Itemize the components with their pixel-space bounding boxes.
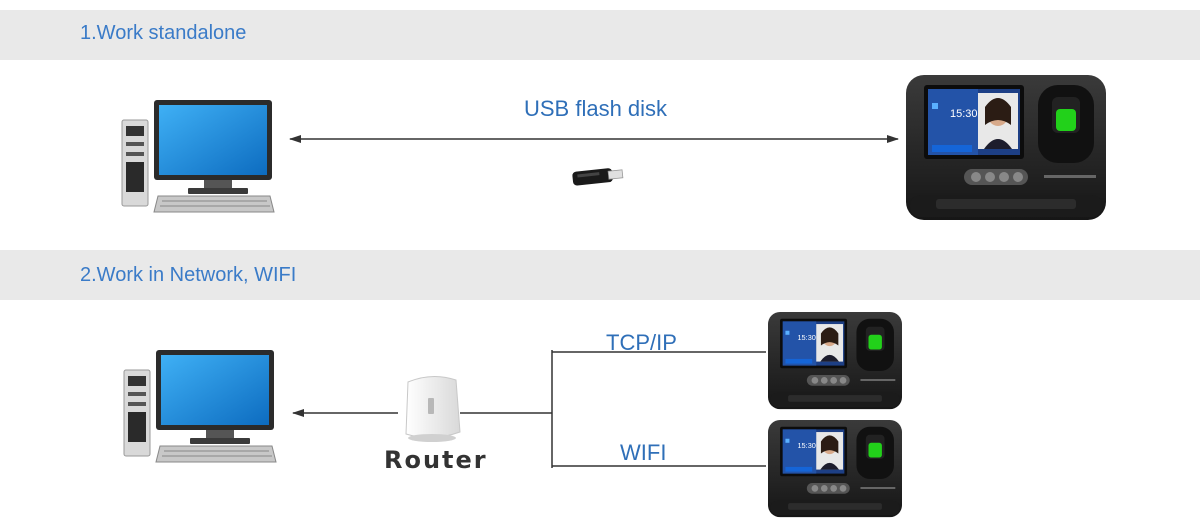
router-label: Router bbox=[384, 446, 488, 474]
section-title-network: 2.Work in Network, WIFI bbox=[80, 264, 297, 286]
section-title-standalone: 1.Work standalone bbox=[80, 22, 247, 44]
device-screen-time: 15:30 bbox=[950, 108, 978, 120]
tcpip-connection-label: TCP/IP bbox=[606, 330, 677, 355]
usb-connection-label: USB flash disk bbox=[524, 96, 668, 121]
router-icon bbox=[405, 376, 461, 442]
standalone-attendance-terminal-icon: 15:30 bbox=[906, 75, 1106, 220]
section-band-network bbox=[0, 250, 1200, 300]
standalone-computer-icon bbox=[121, 99, 275, 213]
network-computer-icon bbox=[123, 349, 277, 463]
device-screen-time-tcpip: 15:30 bbox=[797, 333, 815, 342]
section-band-standalone bbox=[0, 10, 1200, 60]
usb-flash-drive-icon bbox=[572, 168, 624, 186]
wifi-attendance-terminal-icon: 15:30 bbox=[768, 420, 902, 518]
tcpip-attendance-terminal-icon: 15:30 bbox=[768, 312, 902, 410]
wifi-connection-label: WIFI bbox=[620, 440, 667, 465]
device-screen-time-wifi: 15:30 bbox=[797, 441, 815, 450]
